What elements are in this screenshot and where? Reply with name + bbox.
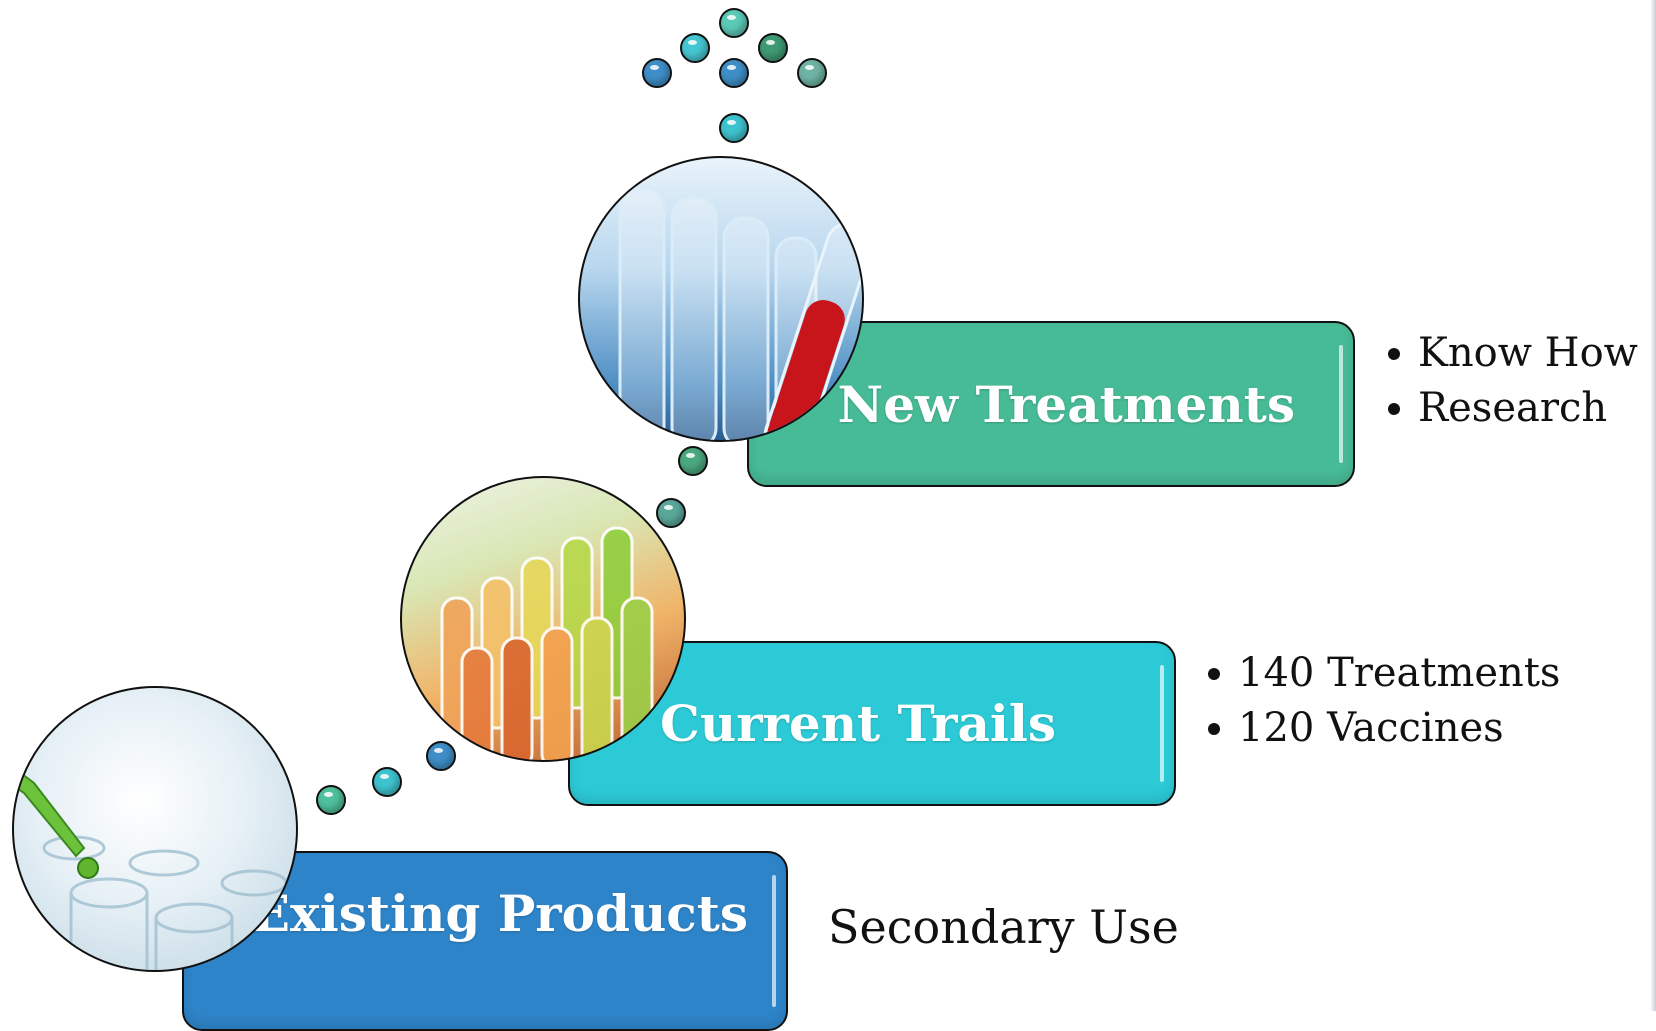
bullet-item: Know How	[1384, 326, 1638, 381]
bubble	[719, 8, 749, 38]
existing-products-label: Existing Products	[251, 883, 748, 943]
bubble	[678, 446, 708, 476]
bubble	[680, 33, 710, 63]
bubble	[656, 498, 686, 528]
bubble	[758, 33, 788, 63]
bullet-item: 140 Treatments	[1204, 646, 1560, 701]
bubble	[719, 58, 749, 88]
bubble	[372, 767, 402, 797]
secondary-use-note: Secondary Use	[828, 900, 1179, 954]
bubble	[642, 58, 672, 88]
bullet-item: Research	[1384, 381, 1638, 436]
bubble	[426, 741, 456, 771]
bubble	[316, 785, 346, 815]
current-trails-bullets: 140 Treatments 120 Vaccines	[1204, 646, 1560, 756]
test-tubes-red-photo	[578, 156, 864, 442]
bubble	[797, 58, 827, 88]
pipette-green-drop-photo	[12, 686, 298, 972]
new-treatments-bullets: Know How Research	[1384, 326, 1638, 436]
bubble	[719, 113, 749, 143]
current-trails-label: Current Trails	[660, 694, 1056, 753]
colorful-test-tubes-photo	[400, 476, 686, 762]
new-treatments-label: New Treatments	[837, 374, 1296, 434]
bullet-item: 120 Vaccines	[1204, 701, 1560, 756]
page-edge-shadow	[1650, 0, 1656, 1011]
